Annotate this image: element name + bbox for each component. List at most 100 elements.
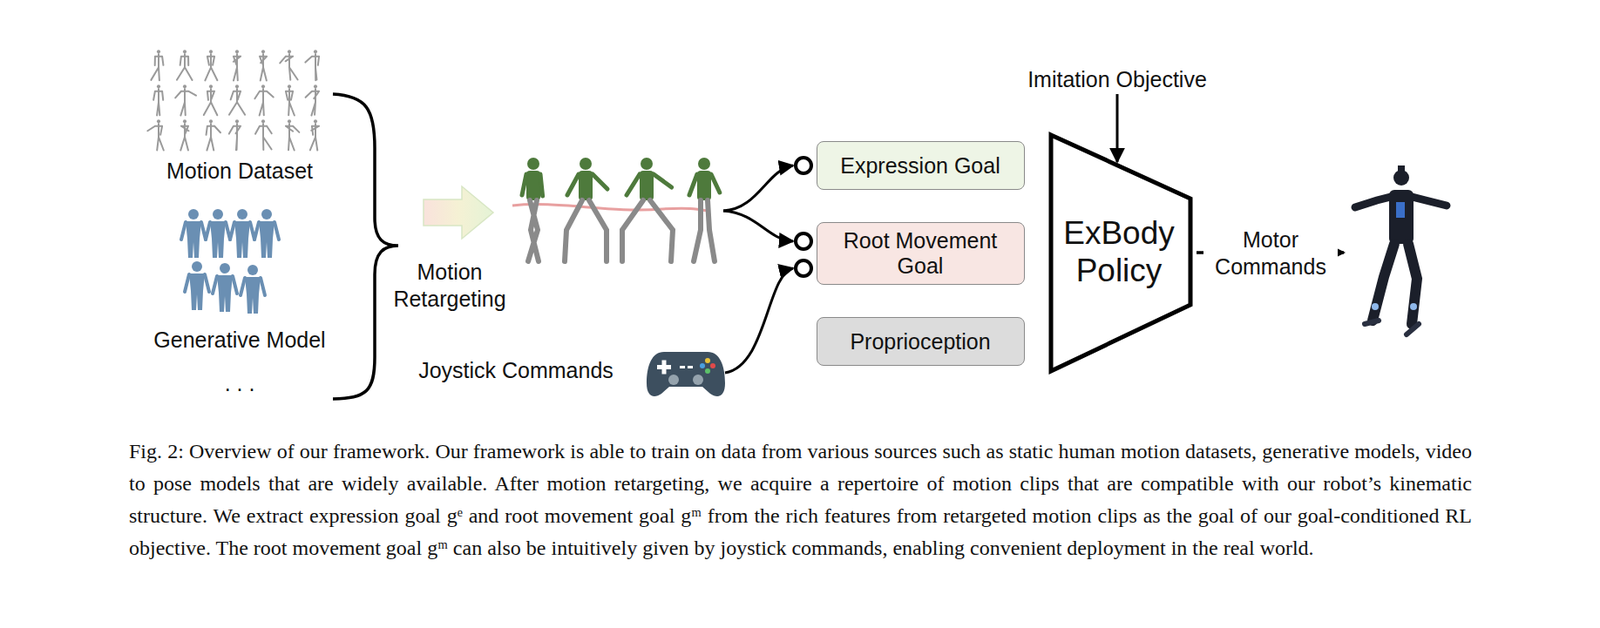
robot-legs <box>528 200 539 262</box>
brace <box>332 94 399 400</box>
robot-head <box>579 157 592 170</box>
mesh-body <box>244 277 261 314</box>
mesh-head <box>247 264 258 276</box>
figure-head <box>183 49 187 54</box>
mesh-body <box>210 221 226 258</box>
mesh-arms <box>184 274 210 292</box>
node-text: Root Movement Goal <box>833 228 1008 279</box>
skeleton-figures <box>147 49 319 150</box>
robot-torso <box>578 170 593 201</box>
figure-stroke <box>310 123 319 151</box>
input-port <box>795 233 812 250</box>
figure-stroke <box>229 123 241 150</box>
figure-head <box>235 49 239 54</box>
label: Generative Model <box>153 327 326 353</box>
figure-stroke <box>153 88 163 116</box>
figure-stroke <box>254 88 273 116</box>
mesh-head <box>219 263 231 274</box>
figure-stroke <box>255 123 272 150</box>
figure-stroke <box>175 88 197 116</box>
robot-torso <box>697 170 712 201</box>
label: Motion Retargeting <box>388 258 511 314</box>
figure-stroke <box>229 88 245 116</box>
figure-stroke <box>150 54 163 81</box>
robot-photo <box>1355 165 1447 335</box>
mesh-head <box>191 261 203 272</box>
label: Motor Commands <box>1203 226 1338 282</box>
arrow <box>723 210 794 242</box>
figure-head <box>235 119 239 123</box>
robot-head <box>527 157 540 170</box>
label: Motion Dataset <box>166 158 313 184</box>
label: Joystick Commands <box>418 358 614 384</box>
node-text: Proprioception <box>849 329 990 355</box>
input-port <box>795 157 812 174</box>
arrow <box>725 268 794 373</box>
figure-caption: Fig. 2: Overview of our framework. Our f… <box>128 435 1472 565</box>
figure-head <box>156 49 161 54</box>
robot-arms <box>522 174 543 197</box>
figure-head <box>235 84 239 89</box>
figure-head <box>156 119 161 123</box>
input-box: Proprioception <box>816 317 1025 367</box>
figure-head <box>313 119 318 123</box>
figure-head <box>183 119 187 123</box>
robot-arms <box>626 174 672 196</box>
mesh-body <box>234 221 251 258</box>
trapezoid-outline <box>1050 135 1191 372</box>
mesh-arms <box>254 222 279 240</box>
figure-stroke <box>259 54 267 82</box>
robot-legs <box>622 200 673 262</box>
retargeted-robots <box>522 157 720 262</box>
figure-stroke <box>147 123 163 150</box>
policy-node: ExBody Policy <box>1047 204 1191 301</box>
goal-box: Expression Goal <box>816 141 1025 190</box>
figure-head <box>287 119 292 123</box>
figure-stroke <box>233 54 241 82</box>
mesh-body <box>216 275 233 312</box>
mesh-arms <box>205 222 231 240</box>
figure-head <box>209 49 213 54</box>
mesh-body <box>185 221 202 258</box>
node-text: Expression Goal <box>840 153 1000 179</box>
label: . . . <box>224 371 256 397</box>
figure-head <box>287 84 292 89</box>
figure-stroke <box>204 54 217 81</box>
figure-stroke <box>285 88 295 116</box>
goal-box: Root Movement Goal <box>816 222 1025 285</box>
node-text: ExBody Policy <box>1057 215 1180 290</box>
figure-head <box>261 49 265 54</box>
mesh-arms <box>240 277 265 296</box>
policy-trapezoid <box>1050 135 1191 372</box>
retarget-arrow <box>423 186 494 239</box>
robot-legs <box>693 200 715 262</box>
figure-stroke <box>305 88 319 116</box>
mesh-arms <box>181 222 206 240</box>
robot-torso <box>526 170 541 201</box>
figure-head <box>261 119 265 123</box>
root-trajectory <box>512 204 708 211</box>
figure-stroke <box>180 123 189 151</box>
mesh-arms <box>212 276 238 294</box>
figure-stroke <box>285 123 299 151</box>
mesh-head <box>261 209 272 220</box>
mesh-head <box>212 209 224 220</box>
figure-stroke <box>279 54 298 81</box>
figure-head <box>209 119 213 123</box>
label: Imitation Objective <box>1027 67 1207 93</box>
figure-head <box>209 84 213 89</box>
figure-head <box>156 84 161 89</box>
arrow <box>723 165 794 211</box>
figure-head <box>313 49 318 54</box>
gamepad-icon <box>646 352 726 397</box>
mesh-arms <box>230 222 255 240</box>
robot-legs <box>564 200 607 262</box>
robot-arms <box>567 174 608 196</box>
figure-stroke <box>206 123 221 151</box>
input-port <box>795 260 812 277</box>
robot-head <box>640 157 653 170</box>
figure-stroke <box>203 88 217 116</box>
robot-torso <box>639 170 654 201</box>
figure-stroke <box>305 54 319 81</box>
